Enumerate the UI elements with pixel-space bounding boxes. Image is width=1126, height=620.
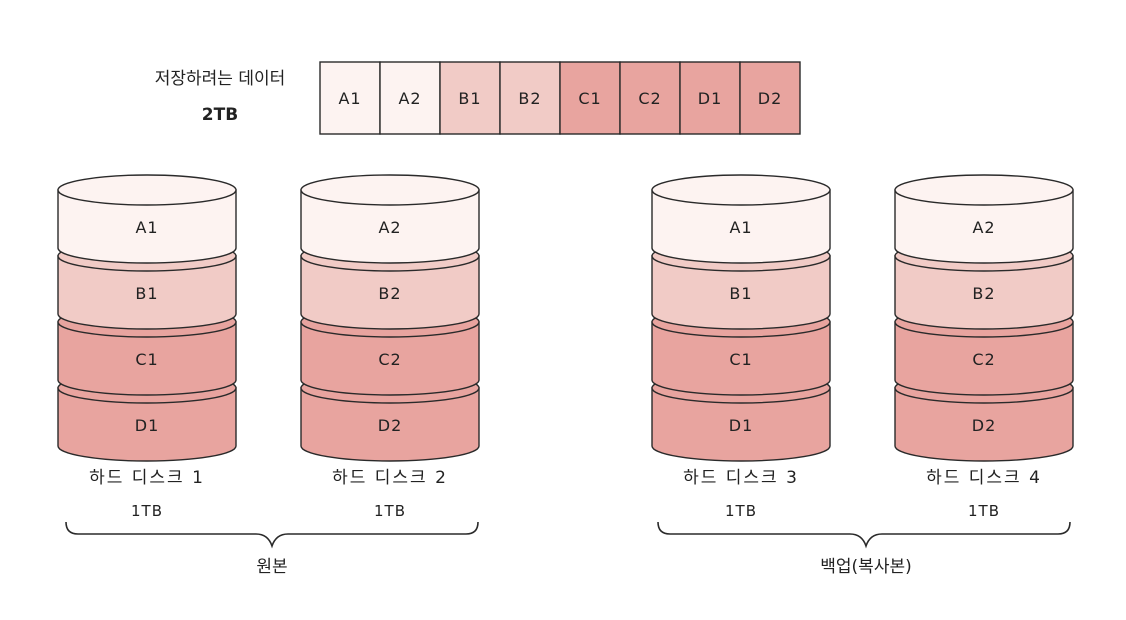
disk-segment-body xyxy=(651,321,831,396)
disk-segment-body xyxy=(300,255,480,330)
disk-segment-body xyxy=(894,387,1074,462)
hard-disk-4: D2 C2 B2 A2 하드 디스크 4 1TB xyxy=(894,174,1074,520)
data-block-c1: C1 xyxy=(559,61,621,135)
disk-segment-body xyxy=(300,321,480,396)
data-block-label: B2 xyxy=(518,89,541,108)
data-block-label: B1 xyxy=(458,89,481,108)
disk-segment-a1: A1 xyxy=(57,174,237,264)
disk-segment-a1: A1 xyxy=(651,174,831,264)
original-brace xyxy=(65,521,479,549)
disk-segment-top xyxy=(300,174,480,206)
data-block-d1: D1 xyxy=(679,61,741,135)
disk-segment-body xyxy=(894,189,1074,264)
data-block-rect xyxy=(559,61,621,135)
disk-segment-body xyxy=(300,189,480,264)
data-block-c2: C2 xyxy=(619,61,681,135)
data-block-b1: B1 xyxy=(439,61,501,135)
disk-size: 1TB xyxy=(968,502,1000,520)
disk-segment-top xyxy=(57,174,237,206)
disk-segment-body xyxy=(57,255,237,330)
disk-size: 1TB xyxy=(725,502,757,520)
disk-segment-label: B1 xyxy=(135,284,158,303)
disk-segment-label: D1 xyxy=(135,416,160,435)
group-label-backup: 백업(복사본) xyxy=(820,557,911,577)
disk-segment-body xyxy=(57,189,237,264)
disk-segment-body xyxy=(651,387,831,462)
disk-segment-label: D1 xyxy=(729,416,754,435)
disk-name: 하드 디스크 2 xyxy=(332,468,448,488)
data-block-label: C1 xyxy=(578,89,601,108)
disk-segment-body xyxy=(651,189,831,264)
disk-segment-top xyxy=(894,174,1074,206)
disk-name: 하드 디스크 1 xyxy=(89,468,205,488)
data-block-rect xyxy=(379,61,441,135)
data-block-a2: A2 xyxy=(379,61,441,135)
disk-segment-label: A1 xyxy=(729,218,752,237)
data-block-d2: D2 xyxy=(739,61,801,135)
data-block-label: D2 xyxy=(758,89,783,108)
data-block-rect xyxy=(439,61,501,135)
disk-segment-label: B1 xyxy=(729,284,752,303)
data-block-label: D1 xyxy=(698,89,723,108)
disk-segment-label: A2 xyxy=(972,218,995,237)
disk-segment-label: D2 xyxy=(378,416,403,435)
group-label-original: 원본 xyxy=(256,557,287,577)
disk-size: 1TB xyxy=(131,502,163,520)
disk-segment-label: B2 xyxy=(378,284,401,303)
data-block-label: C2 xyxy=(638,89,661,108)
disk-segment-label: B2 xyxy=(972,284,995,303)
disk-name: 하드 디스크 4 xyxy=(926,468,1042,488)
disk-segment-body xyxy=(894,255,1074,330)
hard-disk-3: D1 C1 B1 A1 하드 디스크 3 1TB xyxy=(651,174,831,520)
disk-segment-top xyxy=(651,174,831,206)
disk-segment-body xyxy=(651,255,831,330)
data-block-rect xyxy=(319,61,381,135)
disk-segment-body xyxy=(894,321,1074,396)
disk-segment-label: C2 xyxy=(972,350,995,369)
disk-segment-label: D2 xyxy=(972,416,997,435)
disk-segment-label: C2 xyxy=(378,350,401,369)
disk-segment-label: A2 xyxy=(378,218,401,237)
hard-disk-2: D2 C2 B2 A2 하드 디스크 2 1TB xyxy=(300,174,480,520)
disk-segment-label: A1 xyxy=(135,218,158,237)
disk-segment-body xyxy=(57,321,237,396)
data-block-rect xyxy=(679,61,741,135)
data-block-b2: B2 xyxy=(499,61,561,135)
disk-name: 하드 디스크 3 xyxy=(683,468,799,488)
data-size: 2TB xyxy=(202,105,238,125)
disk-segment-label: C1 xyxy=(729,350,752,369)
disk-segment-body xyxy=(300,387,480,462)
backup-brace xyxy=(657,521,1071,549)
disk-size: 1TB xyxy=(374,502,406,520)
disk-segment-a2: A2 xyxy=(300,174,480,264)
data-block-label: A2 xyxy=(398,89,421,108)
hard-disk-1: D1 C1 B1 A1 하드 디스크 1 1TB xyxy=(57,174,237,520)
data-block-rect xyxy=(739,61,801,135)
data-title: 저장하려는 데이터 xyxy=(155,69,286,89)
disk-segment-body xyxy=(57,387,237,462)
disk-segment-label: C1 xyxy=(135,350,158,369)
data-block-label: A1 xyxy=(338,89,361,108)
disk-segment-a2: A2 xyxy=(894,174,1074,264)
data-block-rect xyxy=(619,61,681,135)
data-strip: A1 A2 B1 B2 C1 C2 D1 D2 xyxy=(319,61,801,135)
data-block-a1: A1 xyxy=(319,61,381,135)
